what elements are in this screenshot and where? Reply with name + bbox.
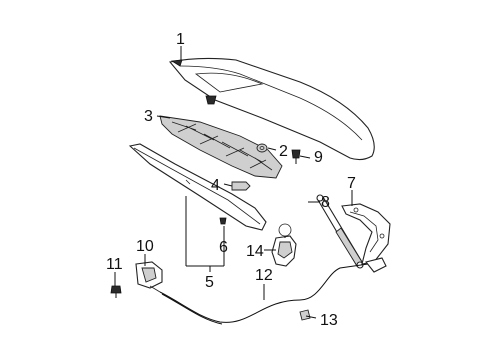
callout-11: 11 — [106, 256, 123, 273]
retainer-clip — [231, 181, 251, 191]
hood-bumper — [256, 143, 268, 153]
cable-clip — [299, 309, 311, 321]
callout-1: 1 — [176, 31, 185, 48]
callout-2: 2 — [279, 143, 288, 160]
callout-8: 8 — [321, 194, 330, 211]
callout-5: 5 — [205, 274, 214, 291]
callout-9: 9 — [314, 149, 323, 166]
callout-12: 12 — [255, 267, 273, 284]
callout-3: 3 — [144, 108, 153, 125]
callout-numbers: 1 2 3 4 5 6 7 8 9 10 11 12 13 14 — [106, 31, 356, 329]
bolt-part — [110, 285, 122, 298]
callout-4: 4 — [211, 177, 220, 194]
release-cable — [159, 257, 387, 325]
fastener-part — [219, 217, 227, 225]
hood-latch — [135, 261, 163, 293]
callout-13: 13 — [320, 312, 338, 329]
hood-latch-handle — [271, 223, 297, 267]
callout-6: 6 — [219, 239, 228, 256]
insulator-pad — [159, 115, 283, 179]
hood-seal — [128, 143, 267, 231]
hood-hinge — [341, 203, 391, 265]
callout-14: 14 — [246, 243, 264, 260]
callout-7: 7 — [347, 175, 356, 192]
callout-10: 10 — [136, 238, 154, 255]
clip-part — [291, 149, 301, 164]
hood-panel — [168, 57, 375, 161]
leader-lines — [114, 46, 353, 319]
